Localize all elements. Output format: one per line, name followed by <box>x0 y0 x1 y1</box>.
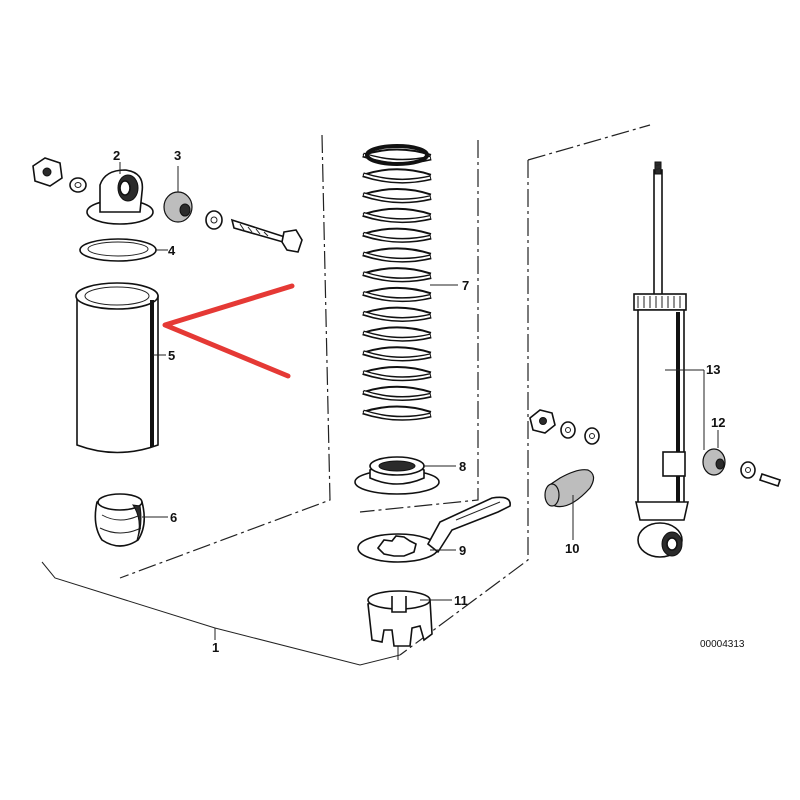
spring-coil-highlight <box>363 411 431 420</box>
spring-coil-highlight <box>363 193 431 202</box>
callout-13: 13 <box>706 362 720 377</box>
spring-coil-back <box>362 306 432 315</box>
spring-coil-highlight <box>363 351 431 360</box>
callout-9: 9 <box>459 543 466 558</box>
callout-3: 3 <box>174 148 181 163</box>
callout-labels: 2 3 4 5 6 7 8 9 10 11 1 12 13 00004313 <box>113 148 745 655</box>
spring-coil-highlight <box>363 213 431 222</box>
shock-absorber-part <box>633 161 689 558</box>
callout-8: 8 <box>459 459 466 474</box>
spring-coil-highlight <box>363 391 431 400</box>
leader-lines <box>119 162 719 601</box>
seal-ring-part <box>79 238 157 262</box>
spring-coil-back <box>362 385 432 394</box>
spring-coil-highlight <box>363 272 431 281</box>
callout-11: 11 <box>454 593 468 608</box>
spring-coil-back <box>362 326 432 334</box>
buffer-part <box>94 493 146 547</box>
spring-coil-back <box>362 267 432 275</box>
nut-part <box>32 157 63 187</box>
highlight-arrow <box>162 283 295 379</box>
spring-coil-highlight <box>363 292 431 301</box>
spring-coil-highlight <box>363 312 431 321</box>
spring-coil-back <box>362 168 432 176</box>
spring-coil-back <box>362 227 432 236</box>
bolt-part <box>205 210 303 253</box>
callout-6: 6 <box>170 510 177 525</box>
lower-bushing-part <box>702 448 782 488</box>
spring-seat-part <box>354 456 440 495</box>
washer-part <box>69 177 87 193</box>
callout-4: 4 <box>168 243 176 258</box>
callout-2: 2 <box>113 148 120 163</box>
upper-mount-part <box>86 169 154 225</box>
spring-coil-back <box>362 207 432 216</box>
spring-coil-highlight <box>363 331 431 341</box>
spring-coil-back <box>362 188 432 196</box>
spring-coil-highlight <box>363 233 431 242</box>
callout-10: 10 <box>565 541 579 556</box>
slotted-sleeve-part <box>367 590 433 647</box>
callout-5: 5 <box>168 348 175 363</box>
tab-washer-part <box>357 496 511 563</box>
spring-coil-back <box>362 286 432 295</box>
callout-7: 7 <box>462 278 469 293</box>
bump-stop-part <box>544 469 595 508</box>
nut-washer-set-part <box>529 409 600 445</box>
spring-coil-back <box>362 366 432 374</box>
spring-coil-highlight <box>363 252 431 262</box>
spring-coil-back <box>362 346 432 354</box>
callout-12: 12 <box>711 415 725 430</box>
callout-1: 1 <box>212 640 219 655</box>
spring-coil-back <box>362 247 432 255</box>
protective-tube-part <box>75 282 159 454</box>
spring-coil-back <box>362 405 432 413</box>
spring-coil-highlight <box>363 371 431 380</box>
spring-top-coil <box>365 144 429 166</box>
coil-spring-part <box>362 144 432 421</box>
spring-coil-highlight <box>363 173 431 183</box>
drawing-reference-number: 00004313 <box>700 639 745 650</box>
bushing-part <box>163 191 193 223</box>
